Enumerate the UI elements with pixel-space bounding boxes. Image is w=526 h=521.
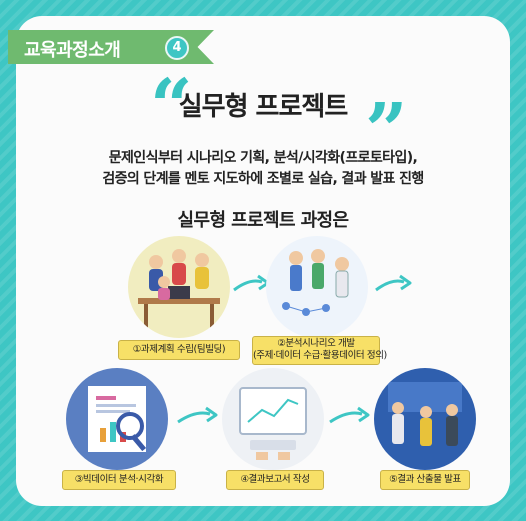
step-5-label: ⑤결과 산출물 발표 <box>380 470 470 490</box>
step-4-illustration <box>222 368 324 470</box>
step-1-illustration <box>128 236 230 338</box>
description-line-1: 문제인식부터 시나리오 기획, 분석/시각화(프로토타입), <box>108 150 418 166</box>
step-3-label: ③빅데이터 분석·시각화 <box>62 470 176 490</box>
section-number-badge: 4 <box>165 36 189 60</box>
step-4-label: ④결과보고서 작성 <box>226 470 324 490</box>
arrow-right-icon <box>177 406 218 424</box>
arrow-right-icon <box>329 406 370 424</box>
section-ribbon-label: 교육과정소개 <box>24 40 121 61</box>
close-quote-icon: ” <box>365 88 408 174</box>
description-line-2: 검증의 단계를 멘토 지도하에 조별로 실습, 결과 발표 진행 <box>102 171 424 187</box>
step-2-label-line2: (주제·데이터 수급·활용데이터 정의) <box>253 350 387 361</box>
step-3-illustration <box>66 368 168 470</box>
process-title: 실무형 프로젝트 과정은 <box>177 210 350 231</box>
report-illustration <box>239 387 307 460</box>
step-2-illustration <box>266 236 368 338</box>
step-2-label-line1: ②분석시나리오 개발 <box>277 338 355 349</box>
page-title: 실무형 프로젝트 <box>178 92 349 122</box>
team-building-illustration <box>138 249 220 330</box>
analysis-illustration <box>88 386 147 452</box>
step-2-label: ②분석시나리오 개발 (주제·데이터 수급·활용데이터 정의) <box>252 336 387 365</box>
step-5-illustration <box>374 368 476 470</box>
open-quote-icon: “ <box>150 64 193 150</box>
arrow-right-icon <box>375 274 412 292</box>
presentation-illustration <box>388 382 462 446</box>
scenario-illustration <box>282 249 349 316</box>
step-1-label: ①과제계획 수립(팀빌딩) <box>118 340 240 360</box>
